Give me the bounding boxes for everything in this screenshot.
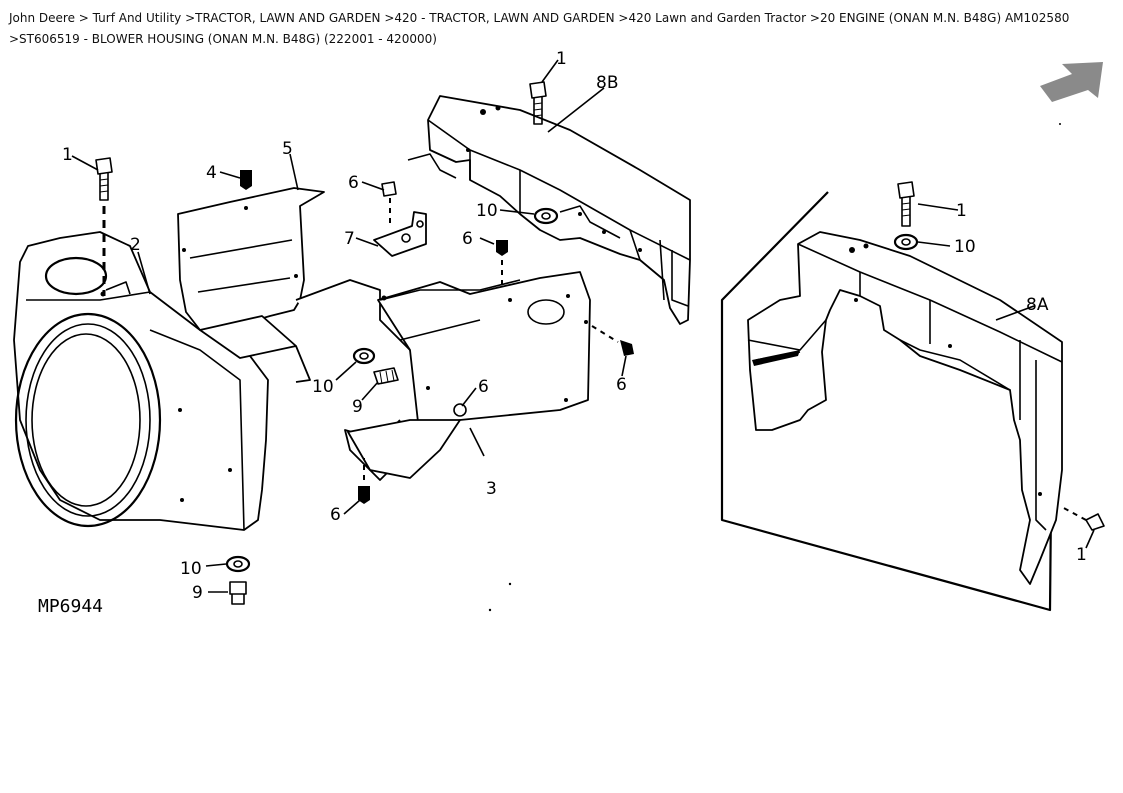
callout-6: 6 bbox=[462, 229, 473, 249]
callout-9: 9 bbox=[192, 583, 203, 603]
callout-8a: 8A bbox=[1026, 295, 1049, 315]
part-rear-shroud-8a-inset bbox=[720, 191, 1063, 612]
part-blower-housing bbox=[13, 231, 269, 531]
callout-1: 1 bbox=[556, 49, 567, 69]
callout-8b: 8B bbox=[596, 73, 618, 93]
callout-2: 2 bbox=[130, 235, 141, 255]
callout-6: 6 bbox=[330, 505, 341, 525]
callout-4: 4 bbox=[206, 163, 217, 183]
callout-10: 10 bbox=[476, 201, 498, 221]
callout-1: 1 bbox=[1076, 545, 1087, 565]
callout-6: 6 bbox=[348, 173, 359, 193]
callout-9: 9 bbox=[352, 397, 363, 417]
hardware-fasteners bbox=[95, 81, 1105, 605]
callout-10: 10 bbox=[312, 377, 334, 397]
figure-id: MP6944 bbox=[38, 596, 103, 617]
callout-3: 3 bbox=[486, 479, 497, 499]
callout-10: 10 bbox=[954, 237, 976, 257]
next-arrow-icon[interactable] bbox=[1040, 62, 1103, 102]
part-upper-shroud bbox=[177, 187, 325, 331]
callout-6: 6 bbox=[616, 375, 627, 395]
part-rear-shroud-8b bbox=[407, 95, 691, 325]
callout-10: 10 bbox=[180, 559, 202, 579]
callout-1: 1 bbox=[62, 145, 73, 165]
callout-6: 6 bbox=[478, 377, 489, 397]
part-side-shroud bbox=[199, 271, 591, 481]
leader-lines bbox=[71, 59, 1095, 593]
callout-labels: 1 1 1 1 2 3 4 5 6 6 6 6 6 7 8A 8B 9 9 10… bbox=[38, 49, 1087, 617]
callout-1: 1 bbox=[956, 201, 967, 221]
breadcrumb: John Deere > Turf And Utility >TRACTOR, … bbox=[9, 11, 1070, 46]
callout-5: 5 bbox=[282, 139, 293, 159]
callout-7: 7 bbox=[344, 229, 355, 249]
